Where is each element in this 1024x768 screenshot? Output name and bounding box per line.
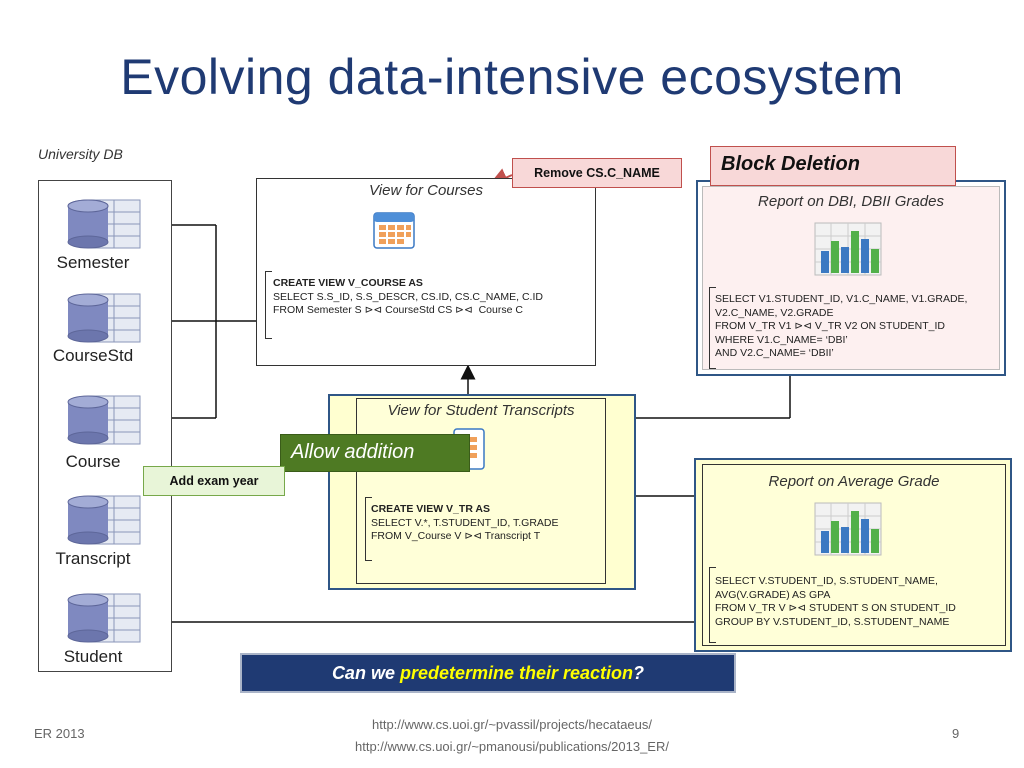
- bar-chart-icon: [813, 221, 885, 284]
- semester-table-icon: [66, 196, 146, 252]
- sql-line: AVG(V.GRADE) AS GPA: [715, 588, 831, 601]
- course-label: Course: [65, 452, 121, 471]
- sql-line: AND V2.C_NAME= ‘DBII’: [715, 347, 834, 359]
- code-bracket: [709, 567, 716, 643]
- code-bracket: [709, 287, 716, 369]
- footer-left: ER 2013: [34, 726, 85, 741]
- code-bracket: [265, 271, 272, 339]
- footer-url-1[interactable]: http://www.cs.uoi.gr/~pvassil/projects/h…: [372, 717, 652, 732]
- sql-line: FROM V_TR V ⊳⊲ STUDENT S ON STUDENT_ID: [715, 602, 956, 614]
- transcript-table-icon: [66, 492, 146, 548]
- sql-line: CREATE VIEW V_TR AS: [371, 503, 491, 515]
- report-dbi-sql: SELECT V1.STUDENT_ID, V1.C_NAME, V1.GRAD…: [715, 293, 967, 361]
- footer-urls: http://www.cs.uoi.gr/~pvassil/projects/h…: [0, 714, 1024, 758]
- remove-callout: Remove CS.C_NAME: [512, 158, 682, 188]
- sql-line: WHERE V1.C_NAME= ‘DBI’: [715, 333, 848, 346]
- student-label: Student: [63, 647, 123, 666]
- report-dbi-card: Report on DBI, DBII Grades SELECT V1.STU…: [702, 186, 1000, 370]
- calendar-icon: [373, 209, 415, 254]
- footer-url-2[interactable]: http://www.cs.uoi.gr/~pmanousi/publicati…: [355, 739, 669, 754]
- question-prefix: Can we: [331, 662, 400, 683]
- sql-line: FROM V_Course V ⊳⊲ Transcript T: [371, 530, 541, 542]
- university-db-label: University DB: [38, 146, 123, 162]
- coursestd-table-icon: [66, 290, 146, 346]
- sql-line: SELECT V.*, T.STUDENT_ID, T.GRADE: [371, 516, 559, 529]
- sql-line: SELECT S.S_ID, S.S_DESCR, CS.ID, CS.C_NA…: [273, 290, 543, 303]
- view-courses-card: View for Courses CREATE VIEW V_COURSE AS…: [256, 178, 596, 366]
- code-bracket: [365, 497, 372, 561]
- block-deletion-callout: Block Deletion: [710, 146, 956, 186]
- question-suffix: ?: [633, 662, 645, 683]
- report-avg-sql: SELECT V.STUDENT_ID, S.STUDENT_NAME,AVG(…: [715, 575, 956, 629]
- add-exam-year-callout: Add exam year: [143, 466, 285, 496]
- view-courses-title: View for Courses: [369, 182, 483, 199]
- semester-label: Semester: [56, 253, 130, 272]
- question-highlight: predetermine their reaction: [399, 662, 634, 683]
- coursestd-label: CourseStd: [52, 346, 134, 365]
- sql-line: FROM Semester S ⊳⊲ CourseStd CS ⊳⊲ Cours…: [273, 304, 523, 316]
- transcript-label: Transcript: [55, 549, 131, 568]
- course-table-icon: [66, 392, 146, 448]
- sql-line: FROM V_TR V1 ⊳⊲ V_TR V2 ON STUDENT_ID: [715, 320, 945, 332]
- sql-line: SELECT V.STUDENT_ID, S.STUDENT_NAME,: [715, 575, 938, 587]
- view-transcripts-card: View for Student Transcripts CREATE VIEW…: [356, 398, 606, 584]
- report-avg-title: Report on Average Grade: [768, 473, 940, 490]
- view-transcripts-title: View for Student Transcripts: [387, 402, 575, 419]
- question-banner: Can we predetermine their reaction?: [240, 653, 736, 693]
- sql-line: SELECT V1.STUDENT_ID, V1.C_NAME, V1.GRAD…: [715, 293, 968, 305]
- bar-chart-icon: [813, 501, 885, 564]
- page-number: 9: [952, 726, 960, 741]
- sql-line: V2.C_NAME, V2.GRADE: [715, 306, 834, 319]
- sql-line: GROUP BY V.STUDENT_ID, S.STUDENT_NAME: [715, 615, 950, 628]
- allow-addition-callout: Allow addition: [280, 434, 470, 472]
- report-dbi-title: Report on DBI, DBII Grades: [758, 193, 944, 210]
- report-avg-card: Report on Average Grade SELECT V.STUDENT…: [702, 464, 1006, 646]
- slide-title: Evolving data-intensive ecosystem: [120, 49, 904, 105]
- student-table-icon: [66, 590, 146, 646]
- sql-line: CREATE VIEW V_COURSE AS: [273, 277, 423, 289]
